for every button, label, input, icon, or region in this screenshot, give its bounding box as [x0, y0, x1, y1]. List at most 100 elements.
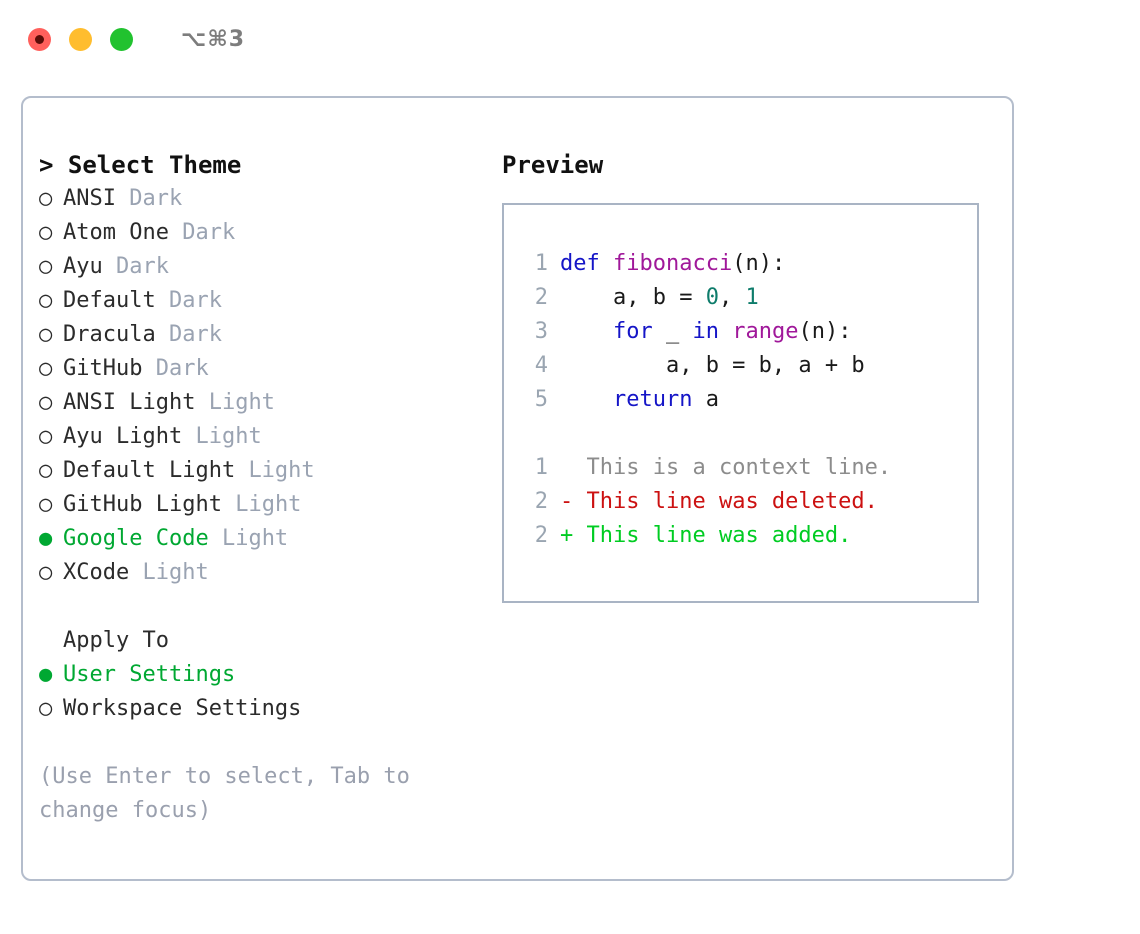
diff-text: This line was deleted.	[586, 489, 878, 514]
radio-unselected-icon[interactable]: ○	[39, 560, 53, 585]
code-token: a, b = b, a + b	[560, 353, 865, 378]
apply-to-label: User Settings	[63, 662, 236, 687]
code-token: def	[560, 251, 613, 276]
diff-line: 2- This line was deleted.	[520, 485, 977, 519]
diff-sample: 1 This is a context line.2- This line wa…	[520, 451, 977, 553]
theme-name: Ayu	[63, 254, 103, 279]
theme-list-item[interactable]: ○ Ayu Light Light	[39, 420, 489, 454]
radio-unselected-icon[interactable]: ○	[39, 492, 53, 517]
theme-name: ANSI Light	[63, 390, 196, 415]
theme-variant-badge: Light	[235, 492, 302, 517]
code-line: 5 return a	[520, 383, 977, 417]
radio-unselected-icon[interactable]: ○	[39, 186, 53, 211]
theme-list-item[interactable]: ● Google Code Light	[39, 522, 489, 556]
theme-variant-badge: Light	[221, 526, 289, 551]
code-token: for	[612, 319, 653, 344]
line-number: 2	[534, 285, 548, 310]
radio-unselected-icon[interactable]: ○	[39, 458, 53, 483]
preview-heading: Preview	[502, 151, 604, 179]
code-token: fibonacci	[612, 251, 733, 276]
radio-selected-icon[interactable]: ●	[39, 662, 53, 687]
radio-selected-icon[interactable]: ●	[39, 526, 53, 551]
apply-to-item[interactable]: ○ Workspace Settings	[39, 692, 489, 726]
theme-variant-badge: Dark	[116, 254, 169, 279]
theme-name: Dracula	[63, 322, 156, 347]
code-diff-spacer	[520, 417, 977, 451]
theme-variant-badge: Light	[195, 424, 262, 449]
line-number: 4	[534, 353, 548, 378]
code-line: 2 a, b = 0, 1	[520, 281, 977, 315]
theme-list-item[interactable]: ○ ANSI Dark	[39, 182, 489, 216]
theme-list-item[interactable]: ○ Default Light Light	[39, 454, 489, 488]
diff-marker	[560, 455, 587, 480]
theme-name: XCode	[63, 560, 130, 585]
theme-name: Atom One	[63, 220, 169, 245]
apply-to-item[interactable]: ● User Settings	[39, 658, 489, 692]
line-number: 5	[534, 387, 548, 412]
line-number: 3	[534, 319, 548, 344]
traffic-lights	[28, 27, 133, 51]
theme-list-item[interactable]: ○ Atom One Dark	[39, 216, 489, 250]
theme-variant-badge: Dark	[155, 356, 209, 381]
line-number: 2	[534, 523, 548, 548]
theme-picker-card: > Select Theme ○ANSI Dark○Atom One Dark○…	[21, 96, 1014, 881]
theme-selection-column: > Select Theme ○ANSI Dark○Atom One Dark○…	[39, 148, 489, 828]
theme-list-item[interactable]: ○XCode Light	[39, 556, 489, 590]
theme-variant-badge: Light	[248, 458, 315, 483]
apply-to-heading: Apply To	[63, 628, 169, 653]
theme-list-item[interactable]: ○ Ayu Dark	[39, 250, 489, 284]
theme-list-item[interactable]: ○GitHub Light Light	[39, 488, 489, 522]
diff-text: This is a context line.	[586, 455, 892, 480]
code-token	[719, 319, 732, 344]
diff-text: This line was added.	[586, 523, 852, 548]
theme-name: GitHub	[63, 356, 143, 381]
diff-marker: +	[560, 523, 587, 548]
theme-list-item[interactable]: ○Default Dark	[39, 284, 489, 318]
diff-line: 2 + This line was added.	[520, 519, 977, 553]
minimize-window-button[interactable]	[69, 27, 92, 51]
code-line: 4 a, b = b, a + b	[520, 349, 977, 383]
theme-variant-badge: Light	[208, 390, 275, 415]
theme-list-item[interactable]: ○ Dracula Dark	[39, 318, 489, 352]
theme-variant-badge: Dark	[129, 186, 183, 211]
theme-list[interactable]: ○ANSI Dark○Atom One Dark○Ayu Dark○Defaul…	[39, 182, 489, 590]
radio-unselected-icon[interactable]: ○	[39, 288, 53, 313]
title-bar: ⌥⌘3	[0, 0, 1140, 78]
theme-variant-badge: Dark	[168, 322, 222, 347]
keyboard-shortcut-label: ⌥⌘3	[181, 26, 246, 52]
theme-variant-badge: Dark	[182, 220, 236, 245]
radio-unselected-icon[interactable]: ○	[39, 220, 53, 245]
radio-unselected-icon[interactable]: ○	[39, 424, 53, 449]
code-token: range	[732, 319, 799, 344]
code-token	[560, 319, 613, 344]
radio-unselected-icon[interactable]: ○	[39, 696, 53, 721]
code-token: (n):	[798, 319, 852, 344]
code-token: _	[652, 319, 693, 344]
code-token: 1	[745, 285, 759, 310]
close-window-button[interactable]	[28, 27, 51, 51]
radio-unselected-icon[interactable]: ○	[39, 390, 53, 415]
theme-name: Default Light	[63, 458, 236, 483]
hint-spacer	[39, 726, 489, 760]
code-token: a, b =	[560, 285, 706, 310]
radio-unselected-icon[interactable]: ○	[39, 356, 53, 381]
code-line: 3 for _ in range(n):	[520, 315, 977, 349]
apply-to-list[interactable]: ● User Settings ○ Workspace Settings	[39, 658, 489, 726]
theme-name: Ayu Light	[63, 424, 183, 449]
maximize-window-button[interactable]	[110, 27, 133, 51]
radio-unselected-icon[interactable]: ○	[39, 322, 53, 347]
theme-name: ANSI	[63, 186, 116, 211]
line-number: 2	[534, 489, 548, 514]
line-number: 1	[534, 455, 548, 480]
radio-unselected-icon[interactable]: ○	[39, 254, 53, 279]
code-token: 0	[705, 285, 719, 310]
theme-list-item[interactable]: ○ GitHub Dark	[39, 352, 489, 386]
theme-name: Google Code	[63, 526, 209, 551]
theme-list-item[interactable]: ○ ANSI Light Light	[39, 386, 489, 420]
diff-line: 1 This is a context line.	[520, 451, 977, 485]
apply-to-label: Workspace Settings	[63, 696, 302, 721]
